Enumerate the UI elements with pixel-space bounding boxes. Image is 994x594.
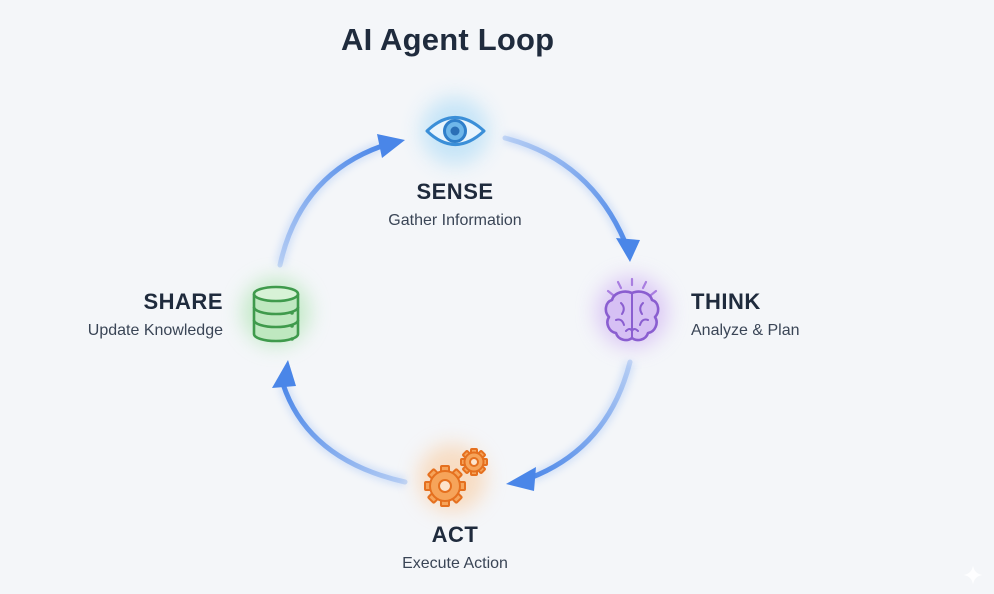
diagram-title: AI Agent Loop (341, 22, 555, 57)
think-subtitle: Analyze & Plan (691, 322, 800, 339)
sense-subtitle: Gather Information (388, 212, 522, 229)
brain-icon (604, 277, 660, 342)
arrow-sense-to-think (502, 133, 640, 262)
database-icon (252, 285, 300, 343)
arrow-think-to-act (506, 359, 635, 491)
arrow-share-to-sense (275, 134, 405, 268)
sparkle-icon (963, 565, 983, 585)
think-title: THINK (691, 289, 761, 314)
sense-title: SENSE (416, 179, 494, 204)
eye-icon (425, 116, 486, 146)
act-subtitle: Execute Action (402, 555, 508, 572)
gears-icon (424, 448, 488, 507)
act-title: ACT (431, 522, 479, 547)
share-title: SHARE (143, 289, 223, 314)
share-subtitle: Update Knowledge (87, 322, 223, 339)
arrow-act-to-share (272, 360, 408, 487)
